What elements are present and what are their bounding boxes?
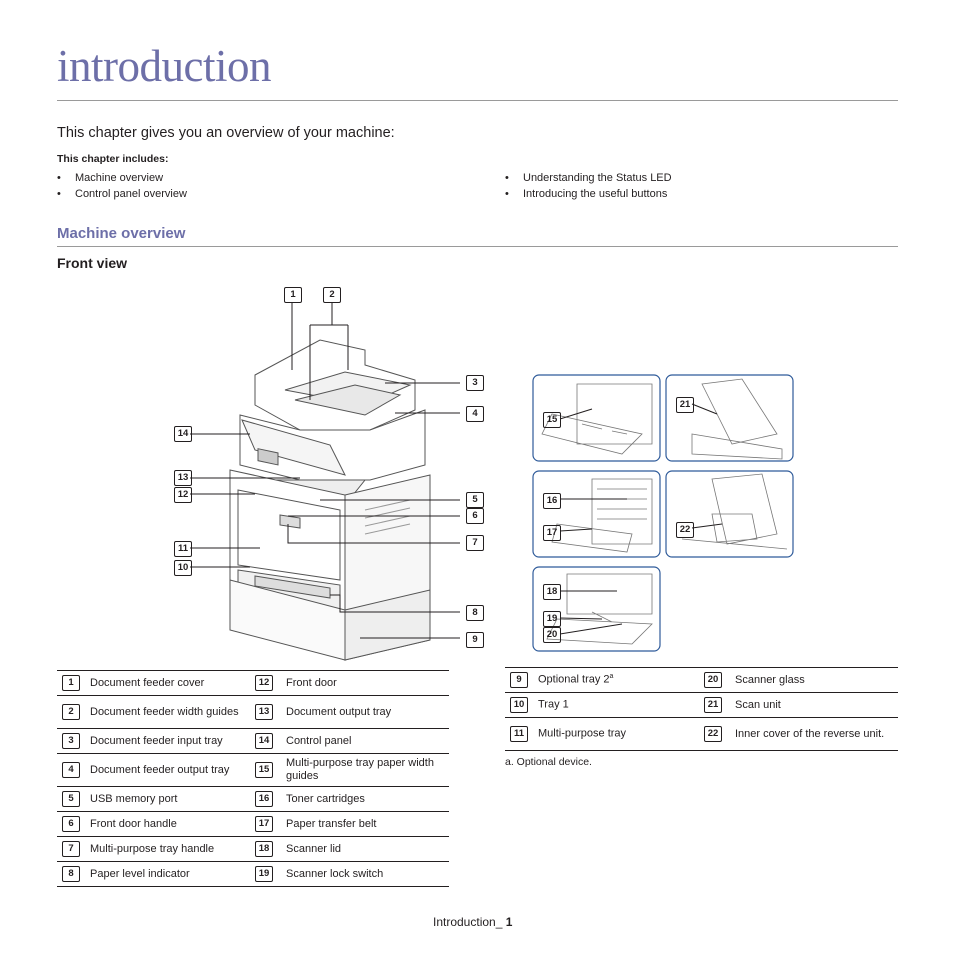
section-rule — [57, 246, 898, 247]
includes-list-left: •Machine overview •Control panel overvie… — [57, 172, 187, 200]
callout-1: 1 — [284, 287, 302, 303]
list-item: •Machine overview — [57, 172, 164, 184]
footnote: a. Optional device. — [505, 756, 592, 768]
callout-2: 2 — [323, 287, 341, 303]
callout-3: 3 — [466, 375, 484, 391]
callout-15: 15 — [543, 412, 561, 428]
detail-insets — [532, 374, 794, 652]
callout-18: 18 — [543, 584, 561, 600]
callout-12: 12 — [174, 487, 192, 503]
callout-8: 8 — [466, 605, 484, 621]
title-rule — [57, 100, 898, 101]
page-footer: Introduction_ 1 — [433, 915, 512, 929]
callout-17: 17 — [543, 525, 561, 541]
section-title: Machine overview — [57, 225, 186, 242]
includes-list-right: •Understanding the Status LED •Introduci… — [505, 172, 672, 200]
subsection-title: Front view — [57, 255, 128, 271]
callout-10: 10 — [174, 560, 192, 576]
machine-front-illustration — [190, 302, 460, 661]
list-item: •Control panel overview — [57, 188, 187, 200]
callout-6: 6 — [466, 508, 484, 524]
callout-22: 22 — [676, 522, 694, 538]
chapter-lead: This chapter gives you an overview of yo… — [57, 125, 395, 141]
includes-heading: This chapter includes: — [57, 153, 169, 165]
callout-20: 20 — [543, 627, 561, 643]
callout-5: 5 — [466, 492, 484, 508]
footer-label: Introduction_ — [433, 915, 506, 929]
list-item: •Understanding the Status LED — [505, 172, 672, 184]
callout-4: 4 — [466, 406, 484, 422]
callout-21: 21 — [676, 397, 694, 413]
page-number: 1 — [505, 915, 513, 929]
chapter-title: introduction — [57, 41, 271, 91]
callout-9: 9 — [466, 632, 484, 648]
callout-16: 16 — [543, 493, 561, 509]
list-item: •Introducing the useful buttons — [505, 188, 668, 200]
callout-11: 11 — [174, 541, 192, 557]
callout-19: 19 — [543, 611, 561, 627]
callout-14: 14 — [174, 426, 192, 442]
callout-13: 13 — [174, 470, 192, 486]
callout-7: 7 — [466, 535, 484, 551]
